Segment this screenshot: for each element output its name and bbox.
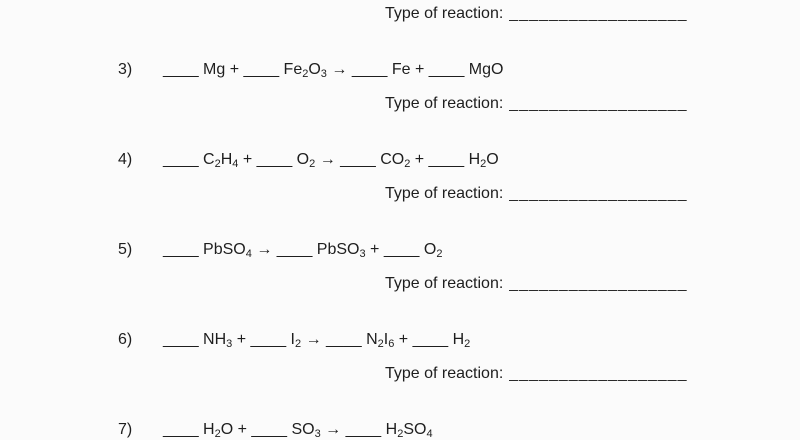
chemical-equation: ____ H2O + ____ SO3 → ____ H2SO4 — [163, 421, 433, 440]
question-number: 3) — [118, 61, 133, 78]
question-row: 4) ____ C2H4 + ____ O2 → ____ CO2 + ____… — [0, 150, 800, 170]
question-row: 5) ____ PbSO4 → ____ PbSO3 + ____ O2 — [0, 240, 800, 260]
type-of-reaction-field: Type of reaction: __________________ — [385, 274, 687, 294]
chemical-equation: ____ NH3 + ____ I2 → ____ N2I6 + ____ H2 — [163, 331, 471, 350]
type-of-reaction-row: Type of reaction: __________________ — [0, 4, 800, 24]
type-of-reaction-row: Type of reaction: __________________ — [0, 94, 800, 114]
question-row: 6) ____ NH3 + ____ I2 → ____ N2I6 + ____… — [0, 330, 800, 350]
answer-blank-line: __________________ — [509, 185, 688, 202]
type-of-reaction-field: Type of reaction: __________________ — [385, 184, 687, 204]
chemical-equation: ____ C2H4 + ____ O2 → ____ CO2 + ____ H2… — [163, 151, 499, 170]
answer-blank-line: __________________ — [509, 275, 688, 292]
chemical-equation: ____ PbSO4 → ____ PbSO3 + ____ O2 — [163, 241, 443, 260]
question-number: 4) — [118, 151, 133, 168]
question-number: 5) — [118, 241, 133, 258]
type-of-reaction-label: Type of reaction: — [385, 365, 504, 382]
type-of-reaction-field: Type of reaction: __________________ — [385, 4, 687, 24]
answer-blank-line: __________________ — [509, 5, 688, 22]
type-of-reaction-row: Type of reaction: __________________ — [0, 274, 800, 294]
type-of-reaction-field: Type of reaction: __________________ — [385, 364, 687, 384]
type-of-reaction-row: Type of reaction: __________________ — [0, 184, 800, 204]
chemical-equation: ____ Mg + ____ Fe2O3 → ____ Fe + ____ Mg… — [163, 61, 504, 80]
answer-blank-line: __________________ — [509, 365, 688, 382]
type-of-reaction-row: Type of reaction: __________________ — [0, 364, 800, 384]
question-number: 6) — [118, 331, 133, 348]
question-row: 7) ____ H2O + ____ SO3 → ____ H2SO4 — [0, 420, 800, 440]
answer-blank-line: __________________ — [509, 95, 688, 112]
type-of-reaction-label: Type of reaction: — [385, 185, 504, 202]
type-of-reaction-field: Type of reaction: __________________ — [385, 94, 687, 114]
type-of-reaction-label: Type of reaction: — [385, 5, 504, 22]
type-of-reaction-label: Type of reaction: — [385, 275, 504, 292]
type-of-reaction-label: Type of reaction: — [385, 95, 504, 112]
question-row: 3) ____ Mg + ____ Fe2O3 → ____ Fe + ____… — [0, 60, 800, 80]
question-number: 7) — [118, 421, 133, 438]
